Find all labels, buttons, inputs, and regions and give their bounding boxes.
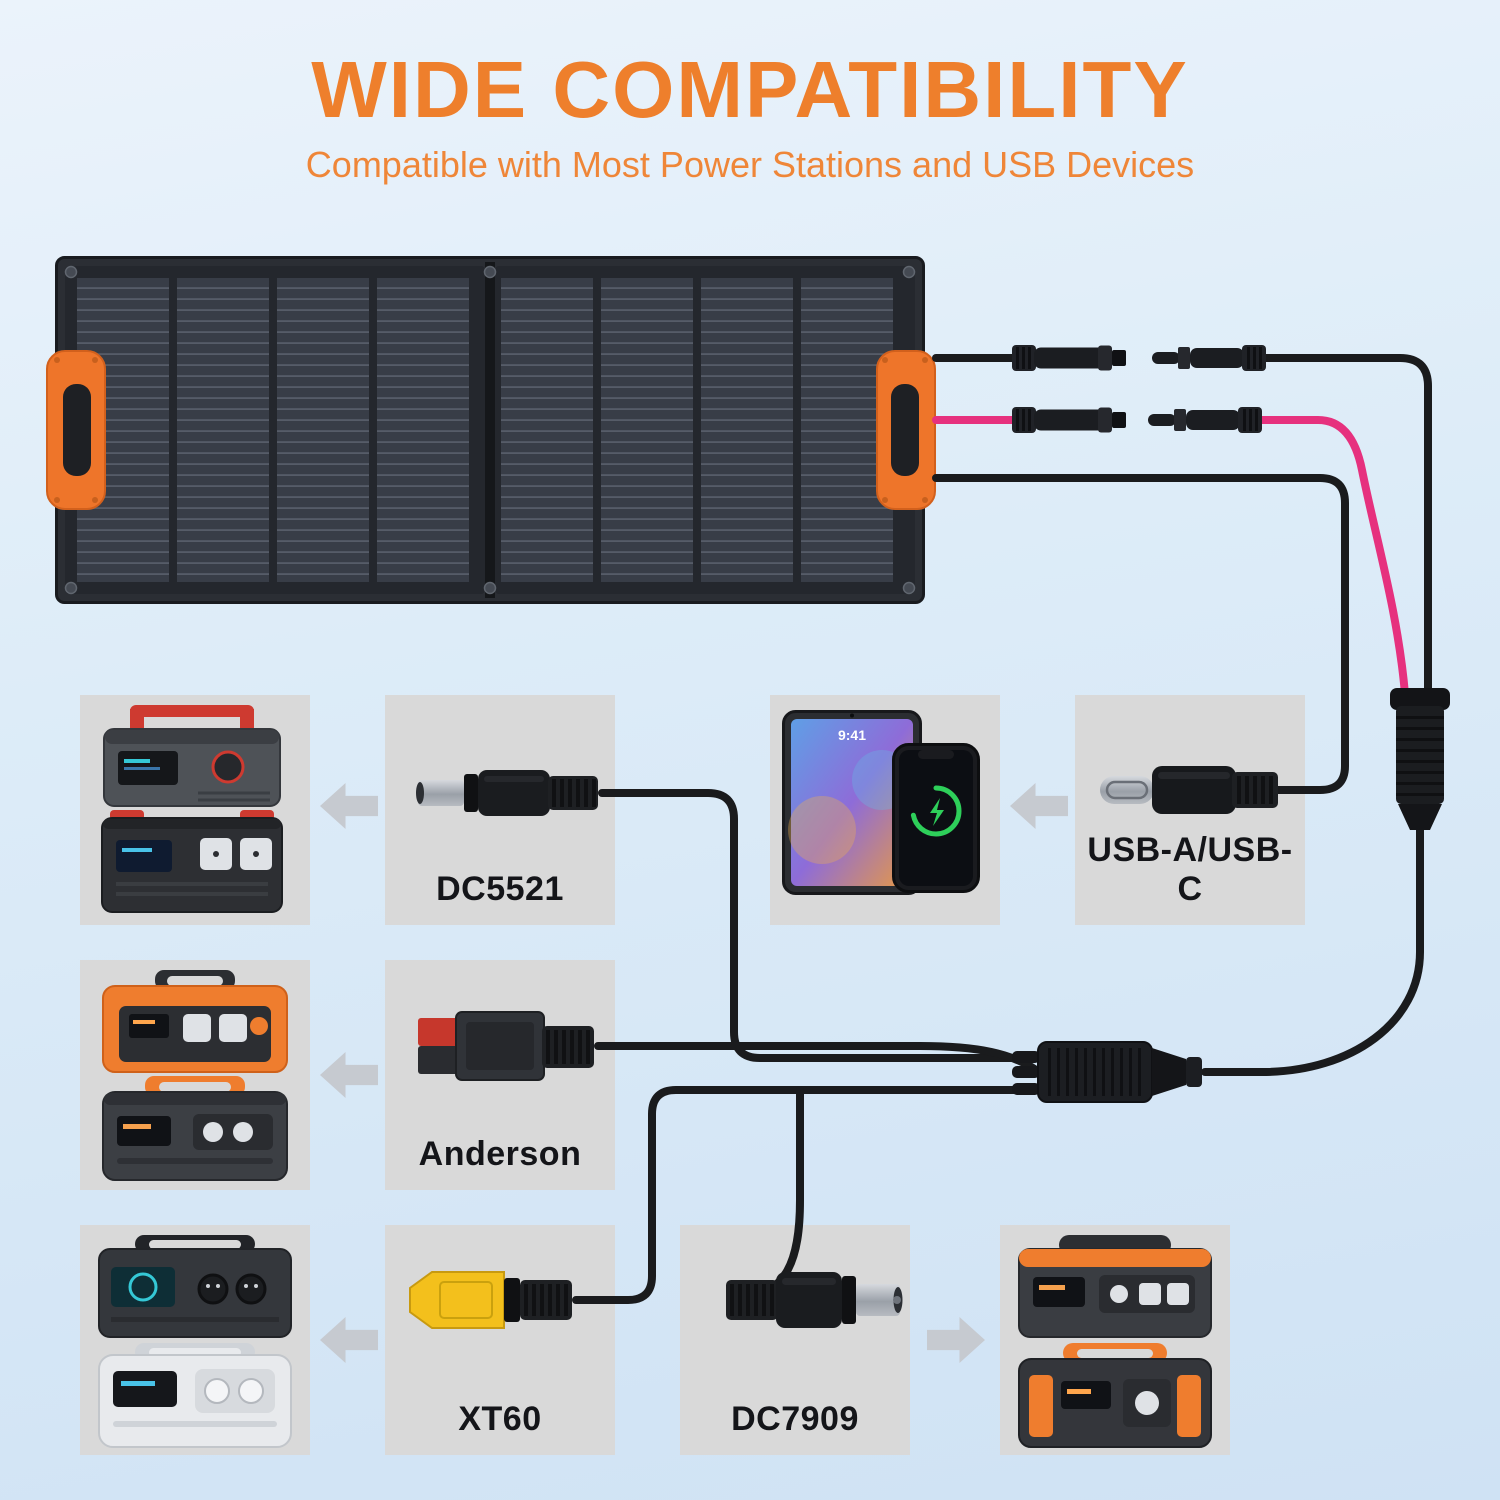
mc4-cable-pink (1258, 416, 1409, 698)
connector-label-dc7909: DC7909 (731, 1400, 859, 1438)
panel-handle-right (876, 350, 936, 510)
connector-box-usb: USB-A/USB-C (1075, 695, 1305, 925)
connector-label-anderson: Anderson (418, 1135, 582, 1173)
device-box-power-stations-d (1000, 1225, 1230, 1455)
solar-cell-grid (77, 278, 893, 582)
tablet-clock: 9:41 (838, 727, 866, 743)
panel-screws (64, 265, 916, 595)
phone-image (892, 743, 980, 893)
solar-panel-image (46, 256, 936, 604)
connector-box-dc5521: DC5521 (385, 695, 615, 925)
arrow-left-icon (320, 783, 378, 829)
mc4-cable-black (1262, 354, 1432, 698)
device-box-power-stations-b (80, 960, 310, 1190)
device-box-power-stations-c (80, 1225, 310, 1455)
connector-box-anderson: Anderson (385, 960, 615, 1190)
connector-box-dc7909: DC7909 (680, 1225, 910, 1455)
arrow-left-icon (320, 1052, 378, 1098)
arrow-right-icon (927, 1317, 985, 1363)
power-station-white-image (98, 1343, 292, 1448)
header: WIDE COMPATIBILITY Compatible with Most … (0, 48, 1500, 186)
power-station-dark-image (101, 810, 283, 913)
anderson-branch-cable (594, 1042, 1040, 1074)
arrow-left-icon (320, 1317, 378, 1363)
power-station-gray-image (102, 1076, 288, 1181)
panel-handle-left (46, 350, 106, 510)
power-station-orange-top-image (1018, 1235, 1212, 1338)
mc4-connector-pair-pink (1012, 407, 1262, 433)
cable-splitter-image (1012, 1041, 1202, 1103)
power-station-red-image (103, 705, 281, 807)
mc4-connector-pair-black (1012, 345, 1266, 371)
device-box-usb-devices: 9:41 (770, 695, 1000, 925)
power-station-black-image (98, 1235, 292, 1338)
page-title: WIDE COMPATIBILITY (311, 45, 1189, 134)
power-station-orange-image (102, 970, 288, 1073)
arrow-left-icon (1010, 783, 1068, 829)
connector-label-xt60: XT60 (458, 1400, 542, 1438)
connector-label-dc5521: DC5521 (436, 870, 564, 908)
device-box-power-stations-a (80, 695, 310, 925)
pink-cables (932, 416, 1409, 698)
page-subtitle: Compatible with Most Power Stations and … (305, 144, 1195, 185)
connector-label-usb: USB-A/USB-C (1087, 831, 1293, 908)
connector-box-xt60: XT60 (385, 1225, 615, 1455)
power-station-orange-handle-image (1018, 1343, 1212, 1448)
mc4-adapter-image (1390, 688, 1450, 830)
